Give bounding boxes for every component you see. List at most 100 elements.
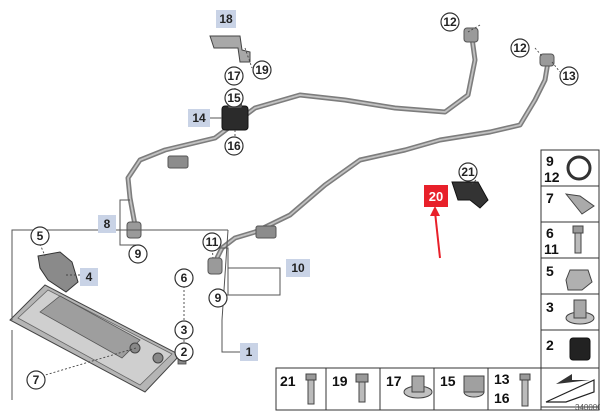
callout-12-lower[interactable]: 12	[510, 38, 530, 58]
svg-text:19: 19	[255, 63, 269, 77]
legend-item-nut-17[interactable]: 17	[386, 373, 433, 399]
svg-text:1: 1	[246, 345, 253, 359]
footer-code: 340000	[575, 403, 600, 411]
mount-part-5	[37, 251, 79, 293]
svg-text:3: 3	[181, 323, 188, 337]
callout-9-lower[interactable]: 9	[208, 288, 228, 308]
svg-text:7: 7	[33, 373, 40, 387]
callout-13[interactable]: 13	[559, 66, 579, 86]
svg-text:6: 6	[546, 225, 554, 241]
highlight-arrowhead	[430, 206, 440, 216]
svg-text:17: 17	[386, 373, 402, 389]
callout-9-upper[interactable]: 9	[128, 244, 148, 264]
svg-text:5: 5	[37, 229, 44, 243]
svg-text:15: 15	[227, 91, 241, 105]
wedge-arrow-icon	[545, 379, 595, 403]
oil-cooler-part-1	[9, 284, 181, 393]
legend-item-o-ring[interactable]: 9 12	[544, 153, 592, 185]
legend-item-sleeve[interactable]: 3	[546, 299, 595, 325]
callout-8[interactable]: 8	[98, 215, 116, 233]
legend-item-clip[interactable]: 7	[546, 190, 595, 215]
callout-6[interactable]: 6	[174, 268, 194, 288]
callout-5[interactable]: 5	[30, 226, 50, 246]
flange-bolt-icon	[355, 373, 369, 383]
callout-16[interactable]: 16	[224, 136, 244, 156]
svg-text:14: 14	[192, 111, 206, 125]
bracket-part-18	[209, 35, 251, 63]
svg-text:21: 21	[461, 165, 475, 179]
svg-text:5: 5	[546, 263, 554, 279]
svg-text:2: 2	[546, 337, 554, 353]
legend-item-bolt-13-16[interactable]: 13 16	[494, 371, 531, 407]
svg-text:20: 20	[429, 189, 443, 204]
legend-item-nut[interactable]: 5	[546, 263, 593, 291]
legend-item-screw[interactable]: 6 11	[544, 225, 584, 257]
highlight-arrow	[434, 211, 441, 259]
svg-text:8: 8	[104, 217, 111, 231]
svg-text:6: 6	[181, 271, 188, 285]
legend-right-column: 9 12 7 6 11 5 3 2	[540, 149, 600, 408]
svg-text:17: 17	[227, 69, 241, 83]
legend-item-bolt-19[interactable]: 19	[332, 373, 369, 403]
callout-11[interactable]: 11	[202, 232, 222, 252]
svg-text:9: 9	[135, 247, 142, 261]
svg-text:9: 9	[546, 153, 554, 169]
callout-4[interactable]: 4	[80, 268, 98, 286]
callout-10[interactable]: 10	[286, 259, 310, 277]
hose-clamp-lower	[255, 225, 277, 239]
o-ring-icon	[566, 155, 592, 181]
svg-text:12: 12	[443, 15, 457, 29]
svg-text:10: 10	[291, 261, 305, 275]
long-bolt-icon	[519, 373, 531, 381]
callout-12-upper[interactable]: 12	[440, 12, 460, 32]
gear-nut-icon	[569, 337, 591, 361]
callout-21[interactable]: 21	[458, 162, 478, 182]
svg-text:21: 21	[280, 373, 296, 389]
legend-item-bushing-15[interactable]: 15	[440, 373, 485, 398]
hose-line-upper	[125, 35, 478, 228]
callout-20-highlighted[interactable]: 20	[424, 185, 448, 207]
svg-text:9: 9	[215, 291, 222, 305]
callout-14[interactable]: 14	[188, 109, 222, 127]
svg-text:11: 11	[544, 241, 559, 257]
callout-17[interactable]: 17	[224, 66, 244, 86]
svg-text:12: 12	[544, 169, 560, 185]
callout-1[interactable]: 1	[240, 343, 258, 361]
svg-text:3: 3	[546, 299, 554, 315]
legend-item-gear-nut[interactable]: 2	[546, 337, 591, 361]
direction-arrow-icon	[556, 374, 590, 384]
screw-icon	[572, 225, 584, 234]
legend-item-bolt-21[interactable]: 21	[280, 373, 317, 405]
svg-text:7: 7	[546, 190, 554, 206]
callout-15[interactable]: 15	[224, 88, 244, 108]
svg-text:16: 16	[227, 139, 241, 153]
svg-text:15: 15	[440, 373, 456, 389]
nut-icon	[565, 269, 593, 291]
svg-text:12: 12	[513, 41, 527, 55]
svg-text:16: 16	[494, 390, 510, 406]
hose-connector-10	[207, 257, 223, 275]
svg-text:18: 18	[219, 12, 233, 26]
svg-text:11: 11	[206, 235, 219, 249]
svg-text:13: 13	[562, 69, 576, 83]
callout-19[interactable]: 19	[252, 60, 272, 80]
svg-text:19: 19	[332, 373, 348, 389]
callout-18[interactable]: 18	[216, 10, 236, 28]
clip-part-21	[451, 181, 489, 209]
legend-item-wedge-arrow	[545, 374, 595, 403]
callout-2[interactable]: 2	[174, 342, 194, 362]
hose-clamp-upper	[167, 155, 189, 169]
callout-7[interactable]: 7	[26, 370, 46, 390]
legend-bottom-row: 21 19 17 15 13 16	[275, 367, 600, 411]
svg-text:13: 13	[494, 371, 510, 387]
svg-text:2: 2	[181, 345, 188, 359]
hose-end-fitting-lower	[539, 53, 555, 67]
clip-icon	[564, 193, 595, 215]
hose-end-fitting-upper	[463, 27, 479, 43]
hose-line-lower	[212, 59, 551, 265]
callout-3[interactable]: 3	[174, 320, 194, 340]
bolt-icon	[305, 373, 317, 381]
leader-lines	[11, 24, 561, 400]
svg-text:4: 4	[86, 270, 93, 284]
